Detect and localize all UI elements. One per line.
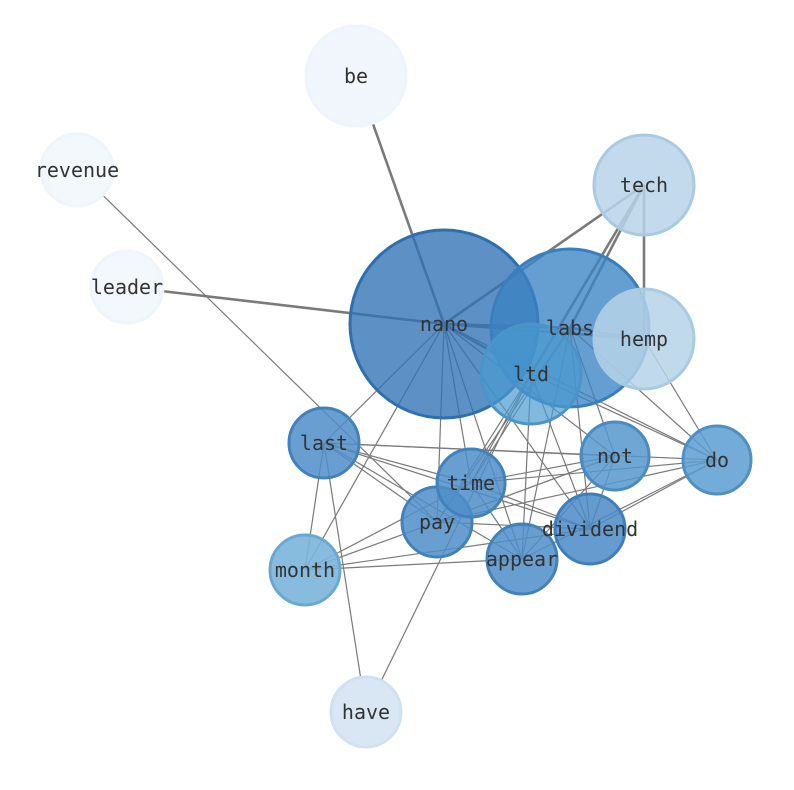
node-time	[435, 447, 507, 519]
node-label-not: not	[597, 444, 633, 468]
node-label-do: do	[705, 448, 729, 472]
node-dividend	[553, 492, 627, 566]
node-revenue	[39, 132, 115, 208]
node-hemp	[592, 287, 696, 391]
node-have	[329, 675, 403, 749]
node-label-hemp: hemp	[620, 327, 668, 351]
node-circle-hemp	[592, 287, 696, 391]
node-label-leader: leader	[91, 275, 163, 299]
node-circle-month	[268, 533, 342, 607]
node-circle-ltd	[479, 322, 583, 426]
node-circle-leader	[89, 249, 165, 325]
node-not	[579, 420, 651, 492]
node-circle-have	[329, 675, 403, 749]
node-label-have: have	[342, 700, 390, 724]
node-label-last: last	[300, 431, 348, 455]
node-label-nano: nano	[420, 312, 468, 336]
node-circle-be	[304, 24, 408, 128]
nodes-layer: nano labs ltd hemp tech be revenue leader last ti…	[35, 24, 753, 749]
node-label-dividend: dividend	[542, 517, 638, 541]
node-circle-dividend	[553, 492, 627, 566]
node-label-pay: pay	[419, 510, 455, 534]
node-circle-tech	[592, 133, 696, 237]
edge-last-do	[323, 442, 718, 461]
node-label-time: time	[447, 471, 495, 495]
node-leader	[89, 249, 165, 325]
node-month	[268, 533, 342, 607]
node-label-be: be	[344, 64, 368, 88]
edge-revenue-pay	[76, 169, 438, 523]
edge-last-have	[323, 442, 367, 713]
node-circle-revenue	[39, 132, 115, 208]
node-last	[287, 406, 361, 480]
node-circle-do	[681, 424, 753, 496]
node-ltd	[479, 322, 583, 426]
node-label-ltd: ltd	[513, 362, 549, 386]
node-label-month: month	[275, 558, 335, 582]
node-label-tech: tech	[620, 173, 668, 197]
node-circle-not	[579, 420, 651, 492]
node-circle-appear	[485, 522, 559, 596]
node-label-revenue: revenue	[35, 158, 119, 182]
node-do	[681, 424, 753, 496]
node-label-labs: labs	[546, 316, 594, 340]
node-circle-time	[435, 447, 507, 519]
node-circle-last	[287, 406, 361, 480]
node-be	[304, 24, 408, 128]
node-tech	[592, 133, 696, 237]
node-label-appear: appear	[486, 547, 558, 571]
node-appear	[485, 522, 559, 596]
